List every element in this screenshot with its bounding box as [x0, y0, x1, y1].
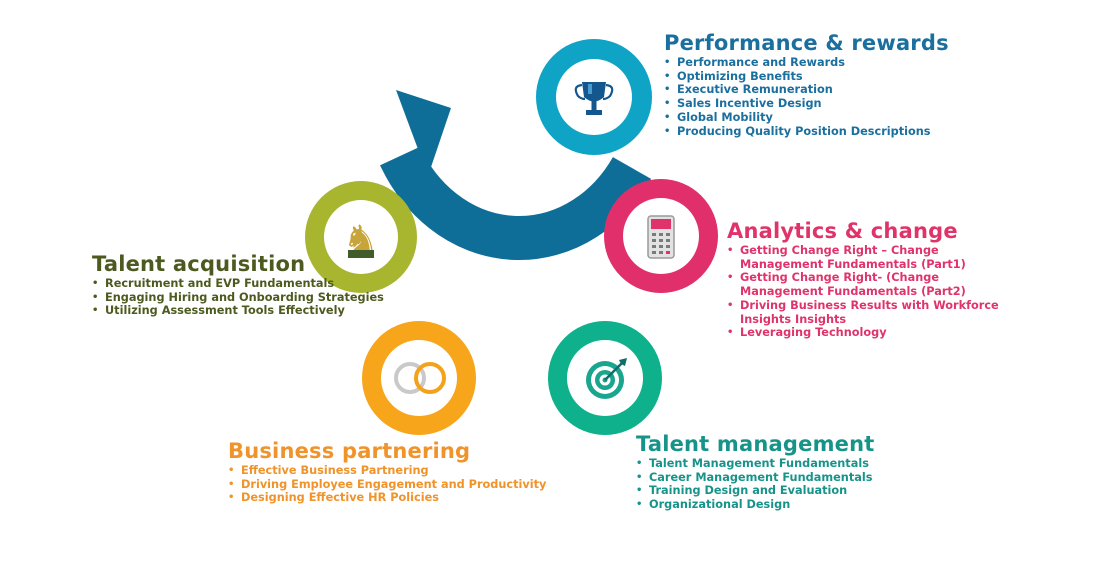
cycle-arrowhead — [396, 90, 451, 176]
section-title: Talent acquisition — [92, 252, 306, 276]
section-title: Analytics & change — [727, 219, 958, 243]
list-item: Training Design and Evaluation — [636, 484, 875, 498]
section-title: Business partnering — [228, 439, 471, 463]
chess-knight-icon: ♞ — [342, 216, 380, 265]
trophy-icon — [574, 82, 614, 115]
list-item: Driving Employee Engagement and Producti… — [228, 478, 546, 492]
node-analytics — [604, 179, 718, 293]
list-item: Leveraging Technology — [727, 326, 999, 340]
list-item: Effective Business Partnering — [228, 464, 546, 478]
list-item: Driving Business Results with Workforce — [727, 299, 999, 313]
section-title: Talent management — [636, 432, 875, 456]
list-item: Organizational Design — [636, 498, 875, 512]
section-business-partnering: Business partnering Effective Business P… — [228, 439, 546, 505]
interlocking-rings-icon — [394, 362, 446, 394]
list-item-continued: Insights Insights — [740, 312, 847, 326]
list-item: Recruitment and EVP Fundamentals — [92, 277, 384, 291]
list-item: Sales Incentive Design — [664, 97, 949, 111]
node-talent-acquisition: ♞ — [305, 181, 417, 293]
list-item: Utilizing Assessment Tools Effectively — [92, 304, 384, 318]
target-icon — [586, 358, 627, 399]
item-list: Talent Management Fundamentals Career Ma… — [636, 457, 875, 512]
list-item-continued: Management Fundamentals (Part1) — [740, 257, 966, 271]
list-item: Producing Quality Position Descriptions — [664, 125, 949, 139]
section-talent-acquisition: Talent acquisition Recruitment and EVP F… — [92, 252, 384, 318]
node-business-partnering — [362, 321, 476, 435]
list-item: Getting Change Right- (Change — [727, 271, 999, 285]
list-item-continued: Management Fundamentals (Part2) — [740, 285, 966, 299]
list-item: Career Management Fundamentals — [636, 471, 875, 485]
section-talent-management: Talent management Talent Management Fund… — [636, 432, 875, 512]
item-list: Getting Change Right – Change Management… — [727, 244, 999, 340]
list-item: Getting Change Right – Change — [727, 244, 999, 258]
section-performance: Performance & rewards Performance and Re… — [664, 31, 949, 138]
list-item: Designing Effective HR Policies — [228, 491, 546, 505]
list-item: Optimizing Benefits — [664, 70, 949, 84]
item-list: Recruitment and EVP Fundamentals Engagin… — [92, 277, 384, 318]
item-list: Performance and Rewards Optimizing Benef… — [664, 56, 949, 138]
node-talent-management — [548, 321, 662, 435]
list-item: Global Mobility — [664, 111, 949, 125]
list-item: Performance and Rewards — [664, 56, 949, 70]
section-analytics: Analytics & change Getting Change Right … — [727, 219, 999, 340]
list-item: Executive Remuneration — [664, 83, 949, 97]
section-title: Performance & rewards — [664, 31, 949, 55]
list-item: Talent Management Fundamentals — [636, 457, 875, 471]
list-item: Engaging Hiring and Onboarding Strategie… — [92, 291, 384, 305]
node-performance — [536, 39, 652, 155]
calculator-icon — [647, 215, 675, 259]
cycle-arrow-band — [380, 146, 652, 261]
item-list: Effective Business Partnering Driving Em… — [228, 464, 546, 505]
